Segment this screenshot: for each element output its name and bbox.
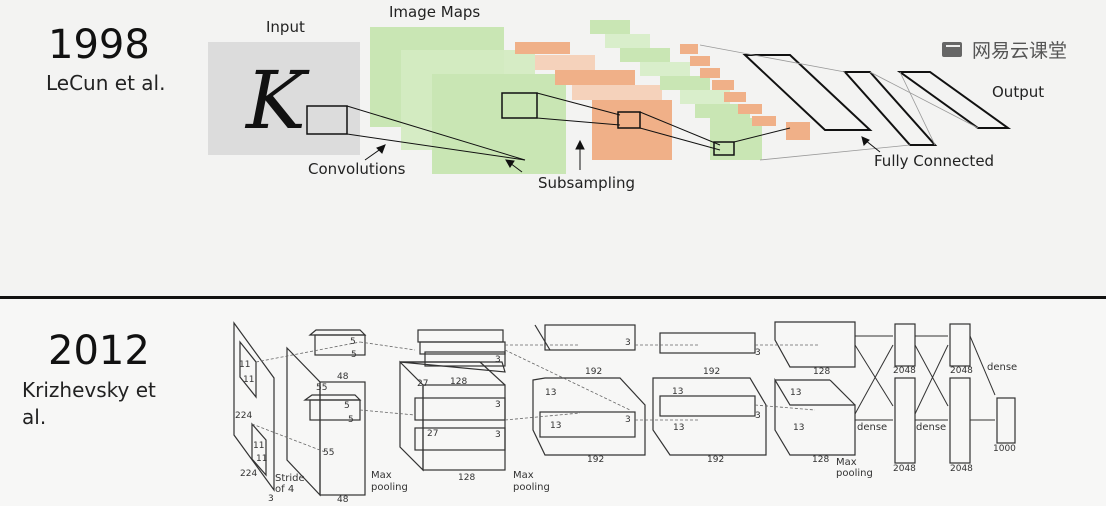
size-label: 13 <box>673 423 684 433</box>
author-line-2: al. <box>22 405 47 429</box>
fc-size-label: 2048 <box>950 366 973 376</box>
max-pooling-label: pooling <box>836 468 873 479</box>
subsample1-maps <box>515 42 672 160</box>
image-maps-label: Image Maps <box>389 3 480 21</box>
fully-connected-label: Fully Connected <box>874 152 994 170</box>
depth-label: 128 <box>812 455 829 465</box>
stride-label: Stride <box>275 473 305 484</box>
input-label: Input <box>266 18 305 36</box>
kernel-label: 5 <box>348 415 354 425</box>
year-1998: 1998 <box>48 22 150 68</box>
input-size-label: 224 <box>240 469 257 479</box>
max-pooling-label: Max <box>513 470 534 481</box>
kernel-label: 3 <box>625 415 631 425</box>
section-divider <box>0 296 1106 299</box>
bottom-section <box>0 299 1106 506</box>
subsampling-label: Subsampling <box>538 174 635 192</box>
kernel-label: 3 <box>625 338 631 348</box>
fully-connected-layers <box>699 44 1012 161</box>
kernel-label: 3 <box>495 355 501 365</box>
channels-label: 3 <box>268 494 274 504</box>
author-line-1: Krizhevsky et <box>22 378 156 402</box>
kernel-label: 5 <box>351 350 357 360</box>
size-label: 13 <box>793 423 804 433</box>
alexnet-labels: 11 11 224 224 11 11 Stride of 4 3 55 55 … <box>235 337 1017 505</box>
year-2012: 2012 <box>48 328 150 374</box>
convolutions-label: Convolutions <box>308 160 406 178</box>
kernel-label: 5 <box>344 401 350 411</box>
author-lecun: LeCun et al. <box>46 71 166 95</box>
size-label: 27 <box>417 379 428 389</box>
kernel-label: 3 <box>755 348 761 358</box>
author-krizhevsky: Krizhevsky et al. <box>22 377 156 431</box>
kernel-label: 11 <box>243 375 254 385</box>
dense-label: dense <box>916 422 946 433</box>
size-label: 13 <box>672 387 683 397</box>
receptive-fields <box>306 92 791 161</box>
size-label: 13 <box>790 388 801 398</box>
lenet-diagram: Input K Image Maps <box>208 3 1044 192</box>
kernel-label: 11 <box>253 441 264 451</box>
kernel-label: 5 <box>350 337 356 347</box>
input-letter: K <box>244 54 310 147</box>
watermark-text: 网易云课堂 <box>972 40 1068 62</box>
dense-label: dense <box>857 422 887 433</box>
size-label: 55 <box>323 448 334 458</box>
size-label: 13 <box>545 388 556 398</box>
stride-label: of 4 <box>275 484 294 495</box>
dense-label: dense <box>987 362 1017 373</box>
depth-label: 192 <box>585 367 602 377</box>
watermark: 网易云课堂 <box>940 36 1067 63</box>
kernel-label: 3 <box>755 411 761 421</box>
fc-size-label: 2048 <box>950 464 973 474</box>
depth-label: 192 <box>707 455 724 465</box>
size-label: 27 <box>427 429 438 439</box>
subsample2-maps <box>680 44 810 140</box>
depth-label: 192 <box>703 367 720 377</box>
conv1-maps <box>370 27 566 174</box>
depth-label: 48 <box>337 372 349 382</box>
fc-size-label: 2048 <box>893 366 916 376</box>
input-size-label: 224 <box>235 411 252 421</box>
alexnet-connections <box>251 341 820 453</box>
fc-size-label: 2048 <box>893 464 916 474</box>
alexnet-blocks <box>233 321 1016 497</box>
book-icon <box>940 40 966 60</box>
annotation-arrows <box>364 136 881 173</box>
kernel-label: 3 <box>495 400 501 410</box>
max-pooling-label: Max <box>836 457 857 468</box>
kernel-label: 11 <box>256 454 267 464</box>
depth-label: 48 <box>337 495 349 505</box>
depth-label: 192 <box>587 455 604 465</box>
depth-label: 128 <box>450 377 467 387</box>
depth-label: 128 <box>813 367 830 377</box>
output-size-label: 1000 <box>993 444 1016 454</box>
max-pooling-label: Max <box>371 470 392 481</box>
kernel-label: 3 <box>495 430 501 440</box>
kernel-label: 11 <box>239 360 250 370</box>
depth-label: 128 <box>458 473 475 483</box>
max-pooling-label: pooling <box>371 482 408 493</box>
input-image <box>208 42 360 155</box>
size-label: 13 <box>550 421 561 431</box>
size-label: 55 <box>316 383 327 393</box>
max-pooling-label: pooling <box>513 482 550 493</box>
output-label: Output <box>992 83 1044 101</box>
dense-arrows <box>854 335 996 421</box>
